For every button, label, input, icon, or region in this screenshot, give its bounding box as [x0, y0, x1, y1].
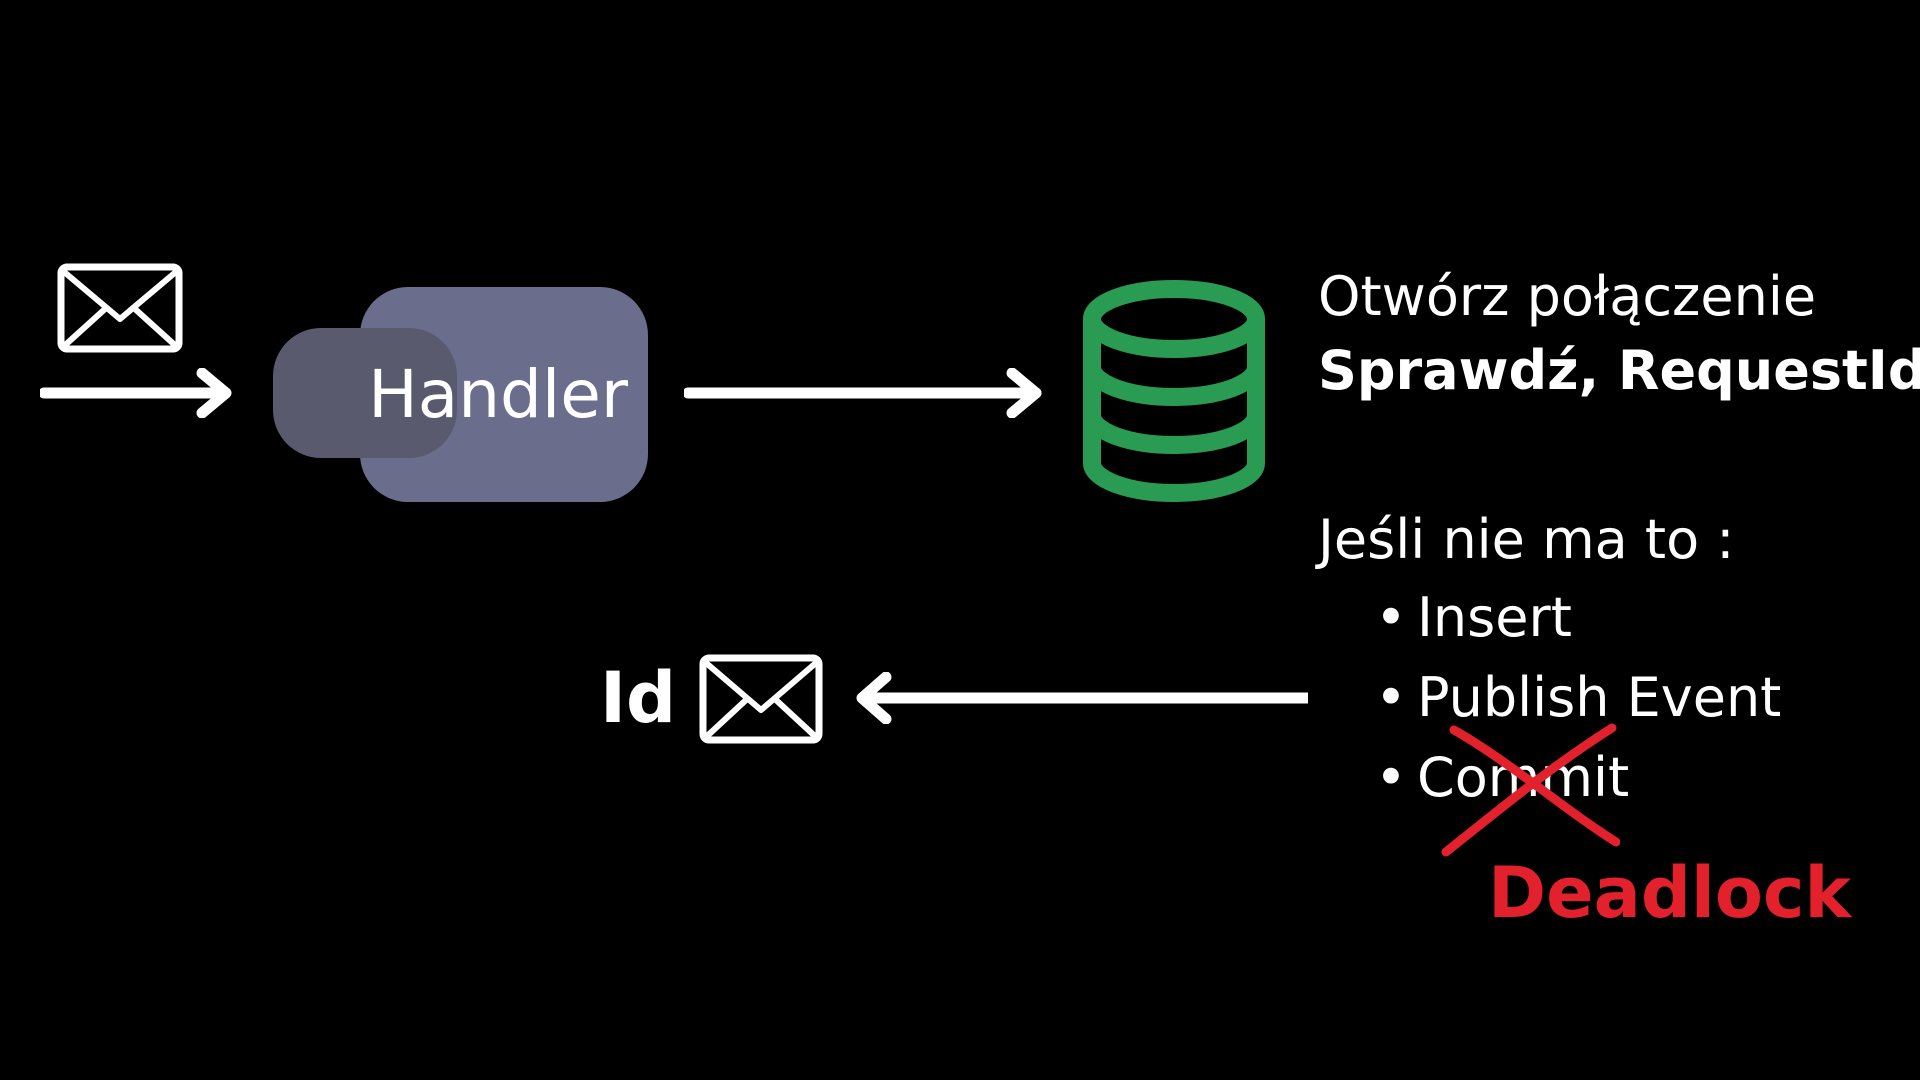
- handler-label: Handler: [368, 356, 628, 433]
- response-envelope-icon: [699, 654, 823, 744]
- database-icon: [1082, 280, 1266, 502]
- bullet: •: [1375, 666, 1407, 729]
- handler-box-front: [273, 328, 457, 458]
- response-id-label: Id: [600, 657, 677, 739]
- arrow-right-icon: [40, 368, 236, 418]
- steps-list: • Insert • Publish Event • Commit: [1375, 578, 1781, 818]
- list-item: • Commit: [1375, 738, 1781, 818]
- list-item: • Publish Event: [1375, 658, 1781, 738]
- condition-text: Jeśli nie ma to :: [1318, 508, 1735, 571]
- deadlock-label: Deadlock: [1488, 852, 1852, 934]
- list-item: • Insert: [1375, 578, 1781, 658]
- step-publish-event: Publish Event: [1417, 666, 1782, 729]
- bullet: •: [1375, 586, 1407, 649]
- note-check-requestid: Sprawdź, RequestId: [1318, 339, 1920, 402]
- step-insert: Insert: [1417, 586, 1572, 649]
- cross-mark-icon: [1440, 722, 1620, 858]
- note-open-connection: Otwórz połączenie: [1318, 265, 1817, 328]
- arrow-left-icon: [852, 672, 1312, 724]
- bullet: •: [1375, 746, 1407, 809]
- database-note: Otwórz połączenie Sprawdź, RequestId: [1318, 262, 1920, 410]
- arrow-right-icon: [684, 368, 1048, 418]
- incoming-envelope-icon: [57, 263, 183, 353]
